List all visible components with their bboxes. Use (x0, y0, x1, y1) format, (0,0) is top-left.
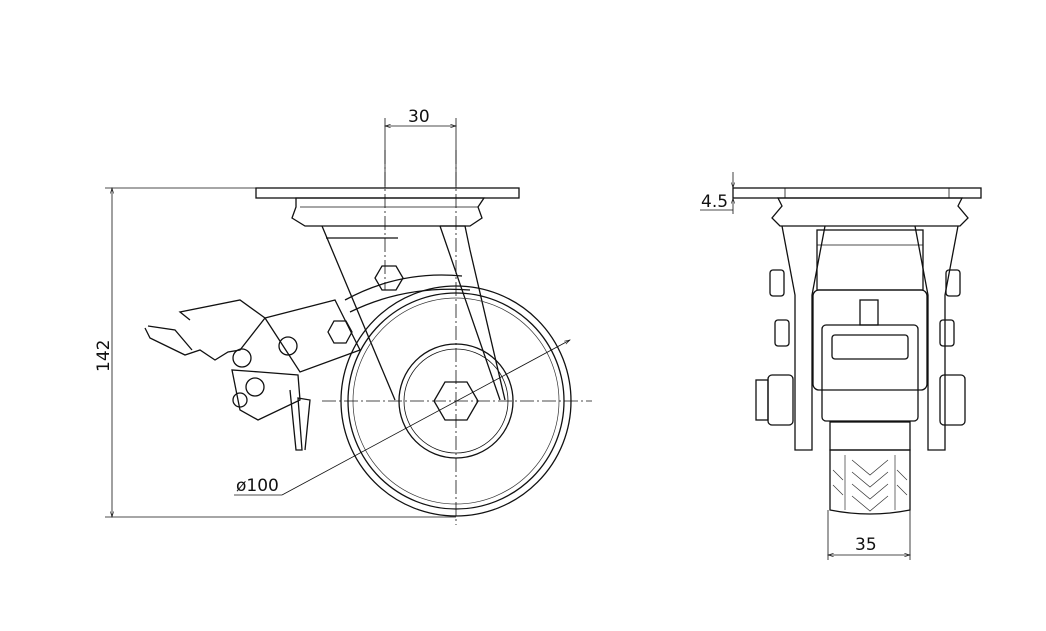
top-plate (255, 187, 520, 199)
dimension-wheel-diameter-label: ø100 (236, 476, 279, 496)
dimension-offset-label: 30 (408, 107, 430, 127)
wheel-side (829, 421, 911, 515)
axle-nut-side (767, 374, 794, 426)
dimension-offset: 30 (384, 107, 457, 188)
dimension-height: 142 (94, 187, 456, 518)
dimension-wheel-width-label: 35 (855, 535, 877, 555)
brake-lever (144, 299, 361, 451)
side-view: 4.5 35 (700, 172, 982, 560)
stem (859, 299, 879, 326)
dimension-height-label: 142 (94, 340, 114, 372)
dimension-plate-thickness-label: 4.5 (701, 192, 728, 212)
swivel-bearing (291, 197, 486, 227)
bolt (374, 265, 404, 291)
bolt-side (769, 269, 785, 297)
dimension-plate-thickness: 4.5 (700, 172, 735, 214)
dimension-wheel-width: 35 (827, 510, 911, 560)
front-view: 30 142 ø100 (94, 107, 592, 525)
fork (321, 225, 501, 401)
dimension-wheel-diameter: ø100 (234, 339, 571, 496)
top-plate-side (732, 187, 982, 199)
